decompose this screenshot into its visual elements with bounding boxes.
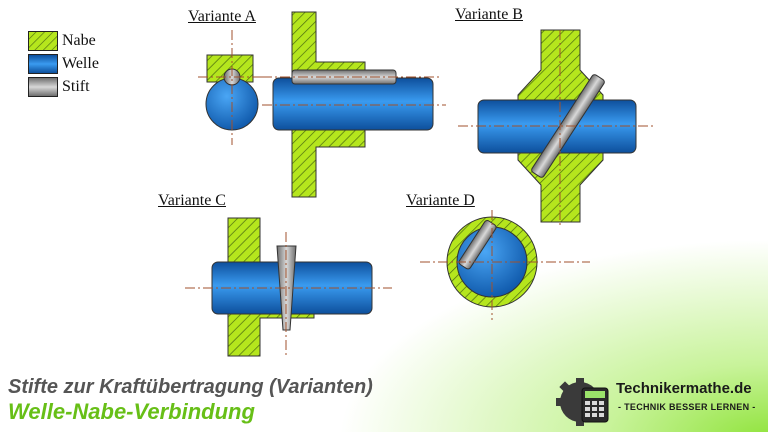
logo-slogan: - TECHNIK BESSER LERNEN - [618, 402, 756, 412]
legend-label-stift: Stift [62, 78, 90, 95]
variant-b-label: Variante B [455, 6, 523, 23]
variant-c-label: Variante C [158, 192, 226, 209]
variant-a-cross-section [198, 30, 262, 145]
legend-item-welle: Welle [28, 53, 99, 75]
pin-swatch [28, 77, 58, 97]
legend-item-stift: Stift [28, 76, 99, 98]
logo-name: Technikermathe.de [616, 380, 752, 397]
shaft-swatch [28, 54, 58, 74]
legend-item-nabe: Nabe [28, 30, 99, 52]
variant-d-label: Variante D [406, 192, 475, 209]
logo: Technikermathe.de - TECHNIK BESSER LERNE… [556, 372, 766, 428]
legend-label-welle: Welle [62, 55, 99, 72]
variant-a-label: Variante A [188, 8, 256, 25]
legend-label-nabe: Nabe [62, 32, 96, 49]
variant-b-diagram [458, 29, 655, 228]
hub-swatch [28, 31, 58, 51]
calculator-gear-icon [556, 378, 609, 426]
variant-c-diagram [185, 217, 392, 357]
variant-a-side-view [262, 11, 446, 198]
legend: Nabe Welle Stift [28, 30, 99, 99]
subtitle: Stifte zur Kraftübertragung (Varianten) [8, 376, 373, 398]
page-title: Welle-Nabe-Verbindung [8, 399, 255, 424]
variant-d-diagram [420, 210, 590, 320]
